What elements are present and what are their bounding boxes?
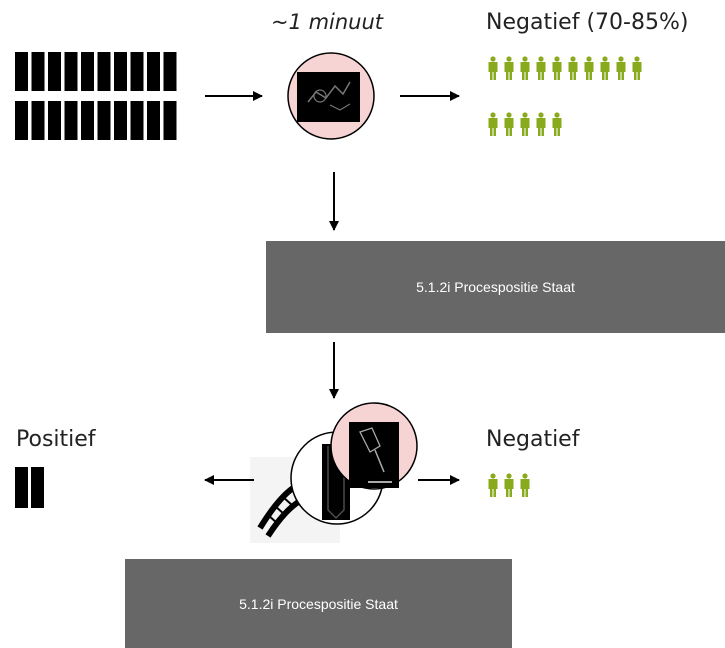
positive-label: Positief xyxy=(16,427,96,452)
person-icon xyxy=(520,56,530,80)
sample-tube xyxy=(31,101,45,140)
process-box-1-label: 5.1.2i Procespositie Staat xyxy=(416,279,575,295)
process-box-2-label: 5.1.2i Procespositie Staat xyxy=(239,595,398,612)
negative-bottom-label: Negatief xyxy=(486,427,580,452)
person-icon xyxy=(536,112,546,136)
person-icon xyxy=(504,473,514,497)
negative-top-label: Negatief (70-85%) xyxy=(486,10,689,35)
negative-people-group-top xyxy=(488,56,642,136)
lab-lamp-icon xyxy=(330,402,418,490)
sample-tube xyxy=(31,52,45,91)
sample-tube xyxy=(48,52,61,91)
process-box-1: 5.1.2i Procespositie Staat xyxy=(266,241,725,333)
person-icon xyxy=(568,56,578,80)
person-icon xyxy=(504,112,514,136)
person-icon xyxy=(488,473,498,497)
person-icon xyxy=(584,56,594,80)
sample-tube xyxy=(48,101,61,140)
sample-tube xyxy=(147,101,160,140)
negative-people-group-bottom xyxy=(488,473,530,497)
sample-tube xyxy=(81,101,94,140)
process-box-2: 5.1.2i Procespositie Staat xyxy=(125,559,512,648)
person-icon xyxy=(520,112,530,136)
sample-tube xyxy=(97,101,111,140)
person-icon xyxy=(600,56,610,80)
person-icon xyxy=(552,112,562,136)
sample-tube xyxy=(130,52,144,91)
sample-tube xyxy=(64,52,78,91)
sample-tube xyxy=(147,52,160,91)
sample-tube xyxy=(81,52,94,91)
person-icon xyxy=(504,56,514,80)
person-icon xyxy=(536,56,546,80)
sample-tube xyxy=(97,52,111,91)
screening-microscope-icon xyxy=(287,52,375,140)
sample-tube xyxy=(163,52,177,91)
person-icon xyxy=(488,112,498,136)
sample-tube xyxy=(114,52,127,91)
sample-tube xyxy=(114,101,127,140)
sample-tube xyxy=(15,52,28,91)
duration-caption: ~1 minuut xyxy=(270,10,384,34)
sample-tube xyxy=(130,101,144,140)
sample-tube xyxy=(15,101,28,140)
sample-tube xyxy=(64,101,78,140)
person-icon xyxy=(616,56,626,80)
positive-tubes-icon xyxy=(15,467,44,508)
person-icon xyxy=(632,56,642,80)
person-icon xyxy=(488,56,498,80)
sample-tube xyxy=(163,101,177,140)
confirmation-cluster xyxy=(250,402,418,543)
person-icon xyxy=(520,473,530,497)
person-icon xyxy=(552,56,562,80)
sample-tubes-icon xyxy=(15,52,177,140)
